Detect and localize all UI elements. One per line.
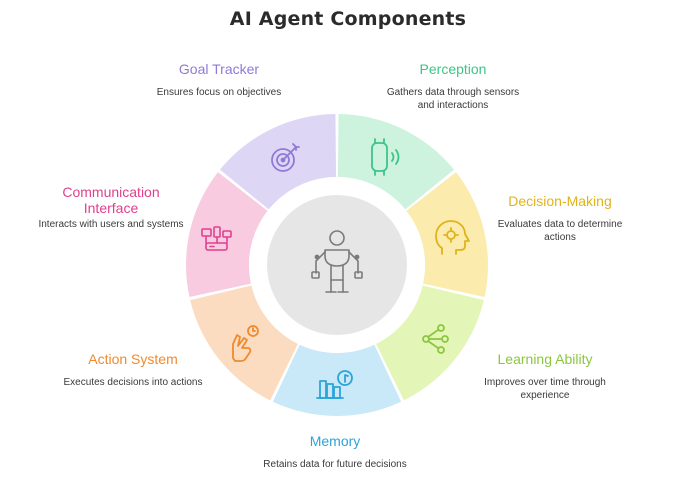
label-communication-interface: Communication Interface Interacts with u… bbox=[36, 184, 186, 231]
label-goal-tracker: Goal Tracker Ensures focus on objectives bbox=[144, 61, 294, 99]
ring-segment-memory bbox=[272, 344, 402, 416]
component-description: Retains data for future decisions bbox=[263, 459, 407, 470]
target-arrow-icon bbox=[271, 143, 300, 172]
label-decision-making: Decision-Making Evaluates data to determ… bbox=[485, 193, 635, 244]
hand-gesture-icon bbox=[232, 325, 259, 362]
component-description: Improves over time through experience bbox=[484, 377, 606, 401]
component-name: Communication Interface bbox=[62, 184, 160, 216]
database-music-icon bbox=[316, 370, 353, 399]
label-perception: Perception Gathers data through sensors … bbox=[378, 61, 528, 112]
label-action-system: Action System Executes decisions into ac… bbox=[58, 351, 208, 389]
component-description: Executes decisions into actions bbox=[63, 377, 203, 388]
ring-segment-communication bbox=[186, 172, 268, 298]
ring-segment-action bbox=[190, 285, 298, 401]
page-title: AI Agent Components bbox=[229, 8, 467, 30]
component-name: Action System bbox=[88, 351, 178, 367]
component-name: Perception bbox=[419, 61, 487, 77]
label-learning-ability: Learning Ability Improves over time thro… bbox=[470, 351, 620, 402]
component-name: Learning Ability bbox=[497, 351, 593, 367]
network-nodes-icon bbox=[422, 324, 449, 354]
component-name: Goal Tracker bbox=[178, 61, 260, 77]
component-description: Ensures focus on objectives bbox=[156, 87, 282, 98]
head-gear-icon bbox=[435, 220, 470, 255]
robot-icon bbox=[311, 230, 363, 293]
component-description: Evaluates data to determine actions bbox=[497, 219, 623, 243]
component-name: Decision-Making bbox=[508, 193, 612, 209]
devices-network-icon bbox=[201, 226, 232, 251]
label-memory: Memory Retains data for future decisions bbox=[260, 433, 410, 471]
wearable-sensor-icon bbox=[371, 138, 400, 176]
component-description: Interacts with users and systems bbox=[38, 219, 184, 230]
component-name: Memory bbox=[309, 433, 361, 449]
center-hub bbox=[267, 195, 407, 335]
component-description: Gathers data through sensors and interac… bbox=[386, 87, 520, 111]
ring-segment-perception bbox=[337, 114, 455, 210]
